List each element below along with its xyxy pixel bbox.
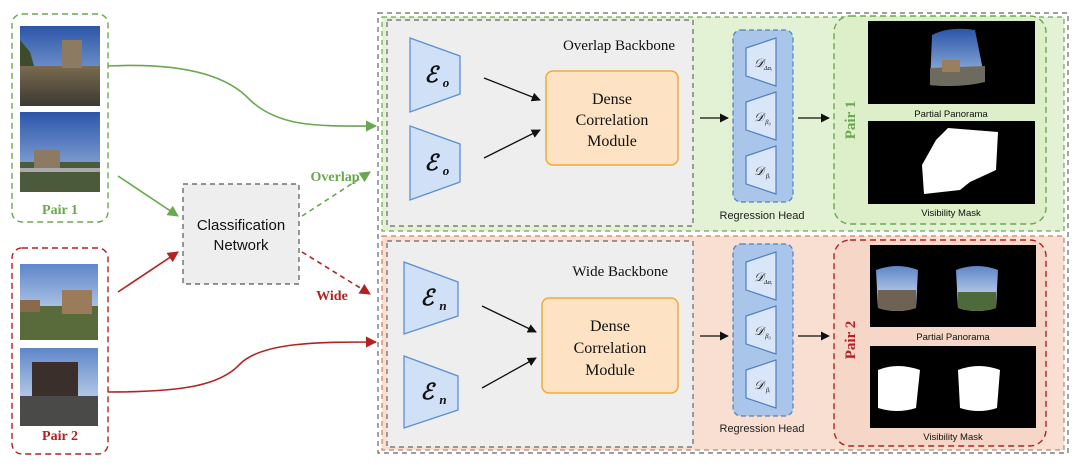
wide-decoder-2: 𝒟 β₀: [745, 305, 777, 355]
overlap-encoder-bottom-subscript: o: [443, 163, 450, 178]
pair1-to-classifier-arrow: [117, 175, 179, 217]
wide-encoder-top-arrow: [481, 305, 537, 333]
pair2-to-wide-backbone-arrow: [107, 336, 378, 393]
pair2-label: Pair 2: [42, 429, 78, 444]
overlap-module-line-2: Correlation: [576, 112, 649, 129]
wide-encoder-top-symbol: ℰ: [420, 285, 436, 310]
overlap-decoder-2-subscript: β₀: [764, 119, 771, 126]
wide-module-line-2: Correlation: [574, 340, 647, 357]
overlap-decoder-1-subscript: Δαᵢ: [763, 65, 772, 72]
overlap-encoder-top-arrow: [483, 77, 541, 102]
overlap-decoder-3-subscript: βᵢ: [765, 173, 770, 180]
wide-encoder-bottom-arrow: [481, 357, 537, 389]
pair2-image-top: [20, 264, 98, 340]
classification-network-box: [182, 183, 300, 285]
wide-partial-panorama-image: [870, 245, 1036, 327]
overlap-encoder-bottom: ℰ o: [409, 125, 461, 201]
overlap-partial-panorama-image: [868, 21, 1035, 104]
wide-decoder-2-subscript: β₀: [764, 333, 771, 340]
wide-decoder-3: 𝒟 βᵢ: [745, 359, 777, 409]
overlap-encoder-top-symbol: ℰ: [424, 62, 440, 87]
classification-network-line-1: Classification: [197, 217, 285, 234]
pair1-to-overlap-backbone-arrow: [107, 64, 378, 132]
pair1-input-group: [11, 13, 109, 223]
overlap-encoder-top: ℰ o: [409, 37, 461, 113]
overlap-partial-panorama-label: Partial Panorama: [914, 109, 988, 120]
overlap-module-line-3: Module: [587, 133, 637, 150]
wide-decoder-3-subscript: βᵢ: [765, 387, 770, 394]
classifier-wide-arrow: [301, 251, 371, 295]
pipeline-outer-frame: [377, 12, 1069, 454]
overlap-backbone-title: Overlap Backbone: [563, 38, 675, 54]
overlap-encoder-bottom-symbol: ℰ: [424, 150, 440, 175]
classifier-overlap-arrow: [301, 171, 371, 217]
wide-encoder-bottom-symbol: ℰ: [420, 379, 436, 404]
wide-decoder-3-symbol: 𝒟: [754, 378, 766, 392]
overlap-route-label: Overlap: [311, 170, 360, 185]
wide-encoder-bottom-subscript: n: [439, 392, 446, 407]
wide-decoder-1-subscript: Δαᵢ: [763, 279, 772, 286]
wide-visibility-mask-image: [870, 346, 1036, 428]
overlap-decoder-3-symbol: 𝒟: [754, 164, 766, 178]
pair2-image-bottom: [20, 348, 98, 426]
overlap-decoder-1: 𝒟 Δαᵢ: [745, 37, 777, 87]
pair1-label: Pair 1: [42, 203, 78, 218]
classification-network-line-2: Network: [213, 237, 269, 254]
overlap-encoder-bottom-arrow: [483, 129, 541, 159]
wide-module-line-1: Dense: [590, 318, 630, 335]
pair1-image-top: [20, 26, 100, 106]
wide-output-pair-label: Pair 2: [843, 321, 859, 359]
overlap-decoder-2: 𝒟 β₀: [745, 91, 777, 141]
overlap-regression-head-label: Regression Head: [720, 210, 805, 222]
overlap-module-line-1: Dense: [592, 91, 632, 108]
wide-regression-head-label: Regression Head: [720, 423, 805, 435]
wide-backbone-title: Wide Backbone: [572, 264, 668, 280]
wide-module-line-3: Module: [585, 362, 635, 379]
wide-decoder-1-symbol: 𝒟: [754, 270, 766, 284]
pair2-to-classifier-arrow: [117, 251, 179, 293]
overlap-decoder-1-symbol: 𝒟: [754, 56, 766, 70]
overlap-decoder-2-symbol: 𝒟: [754, 110, 766, 124]
wide-route-label: Wide: [316, 289, 348, 304]
wide-decoder-1: 𝒟 Δαᵢ: [745, 251, 777, 301]
overlap-dense-correlation-module: [545, 70, 679, 166]
wide-encoder-top: ℰ n: [403, 261, 459, 335]
overlap-encoder-top-subscript: o: [443, 75, 450, 90]
overlap-visibility-mask-label: Visibility Mask: [921, 208, 981, 219]
overlap-decoder-3: 𝒟 βᵢ: [745, 145, 777, 195]
wide-encoder-bottom: ℰ n: [403, 355, 459, 429]
wide-encoder-top-subscript: n: [439, 298, 446, 313]
overlap-output-pair-label: Pair 1: [843, 101, 859, 139]
wide-visibility-mask-label: Visibility Mask: [923, 432, 983, 443]
wide-decoder-2-symbol: 𝒟: [754, 324, 766, 338]
pair2-input-group: [11, 247, 109, 455]
wide-dense-correlation-module: [541, 297, 679, 394]
pair1-image-bottom: [20, 112, 100, 192]
overlap-visibility-mask-image: [868, 121, 1035, 204]
wide-partial-panorama-label: Partial Panorama: [916, 332, 990, 343]
